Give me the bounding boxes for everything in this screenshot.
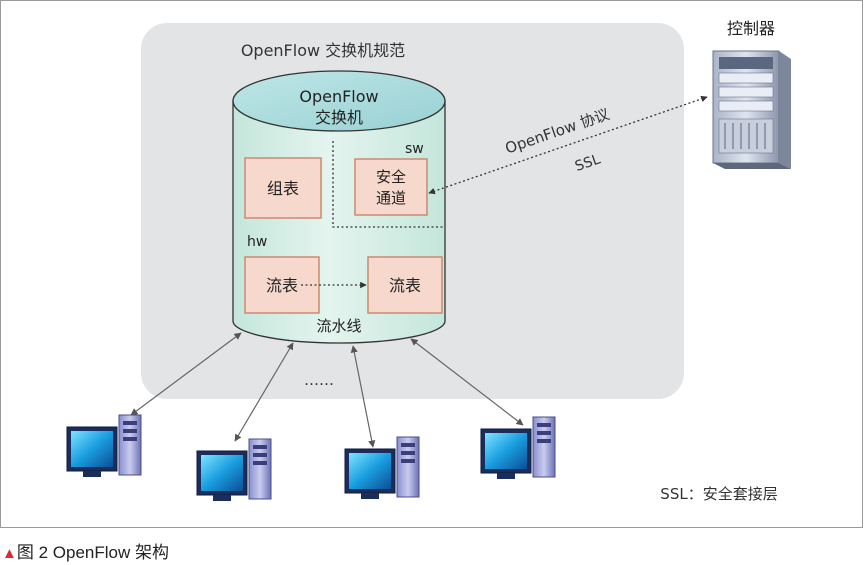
- flow-table-1-label: 流表: [266, 276, 298, 295]
- host-link-2: [234, 342, 294, 442]
- host-computer-2: [196, 438, 272, 501]
- controller-label: 控制器: [727, 19, 775, 38]
- host-computer-1: [66, 414, 142, 477]
- caption-text: 图 2 OpenFlow 架构: [16, 543, 169, 562]
- group-table-box: [244, 157, 322, 219]
- flow-table-2-box: [367, 256, 443, 314]
- secure-channel-line1: 安全: [376, 168, 406, 186]
- openflow-architecture-diagram: OpenFlow 交换机规范 OpenFlow 交换机 sw hw 组表 安全 …: [66, 19, 791, 503]
- ssl-legend-note: SSL：安全套接层: [660, 485, 777, 503]
- ellipsis-label: ……: [304, 371, 334, 389]
- host-computer-4: [480, 416, 556, 479]
- group-table-label: 组表: [267, 179, 299, 198]
- server-rack-icon: [712, 50, 791, 169]
- host-link-1: [130, 332, 242, 416]
- desktop-computer-icon: [196, 438, 272, 501]
- spec-label: OpenFlow 交换机规范: [241, 41, 405, 60]
- hw-label: hw: [247, 234, 267, 250]
- desktop-computer-icon: [480, 416, 556, 479]
- host-link-3: [350, 345, 376, 448]
- desktop-computer-icon: [344, 436, 420, 499]
- desktop-computer-icon: [66, 414, 142, 477]
- secure-channel-box: [354, 158, 428, 216]
- sw-boundary: [332, 141, 445, 228]
- flow-table-2-label: 流表: [389, 276, 421, 295]
- ssl-label: SSL: [573, 151, 603, 175]
- secure-channel-line2: 通道: [376, 189, 406, 207]
- pipeline-label: 流水线: [316, 317, 361, 335]
- figure-frame: OpenFlow 交换机规范 OpenFlow 交换机 sw hw 组表 安全 …: [0, 0, 863, 528]
- switch-title-line1: OpenFlow: [299, 87, 378, 106]
- sw-label: sw: [405, 141, 424, 157]
- switch-title-line2: 交换机: [315, 108, 363, 127]
- figure-caption: ▲图 2 OpenFlow 架构: [2, 538, 169, 563]
- caption-marker-icon: ▲: [2, 545, 17, 562]
- host-link-4: [410, 338, 524, 426]
- host-computer-3: [344, 436, 420, 499]
